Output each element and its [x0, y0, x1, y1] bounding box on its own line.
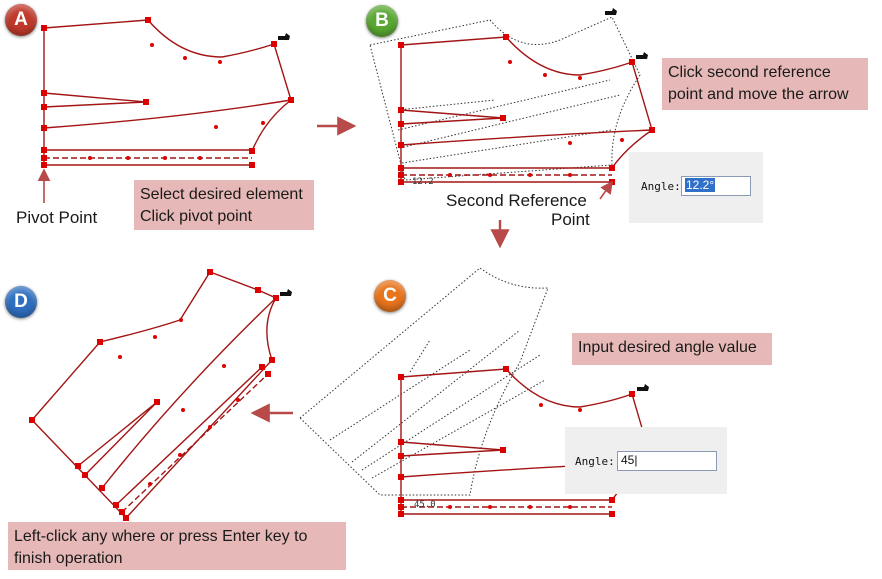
- angle-dialog-b: Angle: 12.2°: [629, 152, 763, 223]
- panel-d-control-points: [29, 269, 279, 521]
- grain-marker-icon: [636, 52, 648, 59]
- pivot-point-label: Pivot Point: [16, 208, 98, 227]
- panel-b-pattern: 12.2: [398, 8, 655, 187]
- panel-c-ghost-outline: [299, 267, 549, 496]
- callout-a: Select desired element Click pivot point: [134, 180, 314, 230]
- second-reference-label-line2: Point: [551, 210, 590, 229]
- callout-c: Input desired angle value: [572, 333, 772, 365]
- grain-marker-icon: [278, 33, 290, 40]
- second-reference-pointer-arrow-icon: [599, 180, 613, 200]
- callout-c-line1: Input desired angle value: [578, 339, 757, 356]
- angle-label-b: Angle:: [641, 180, 681, 193]
- angle-input-b[interactable]: 12.2°: [681, 176, 751, 196]
- angle-readout-c: 45.0: [414, 500, 436, 510]
- second-reference-label-line1: Second Reference: [446, 191, 587, 210]
- callout-d-line1: Left-click any where or press Enter key …: [14, 528, 308, 545]
- angle-input-c-value: 45: [621, 453, 635, 467]
- callout-d-line2: finish operation: [14, 550, 123, 567]
- grain-marker-icon: [637, 384, 649, 391]
- grain-marker-icon: [605, 8, 617, 15]
- callout-a-line2: Click pivot point: [140, 208, 253, 225]
- step-badge-c: C: [374, 280, 406, 312]
- panel-a-pattern: [41, 17, 294, 168]
- angle-input-b-value: 12.2°: [685, 178, 716, 192]
- panel-b-control-points: [398, 34, 655, 185]
- panel-a-control-points: [41, 17, 294, 168]
- angle-dialog-c: Angle: 45|: [565, 427, 727, 494]
- step-badge-d: D: [5, 286, 37, 318]
- step-badge-a: A: [5, 4, 37, 36]
- callout-a-line1: Select desired element: [140, 186, 303, 203]
- panel-c-pattern: 45.0: [398, 366, 653, 517]
- callout-b-line1: Click second reference: [668, 64, 831, 81]
- grain-marker-icon: [280, 289, 292, 296]
- angle-label-c: Angle:: [575, 455, 615, 468]
- callout-b-line2: point and move the arrow: [668, 86, 849, 103]
- callout-b: Click second reference point and move th…: [662, 58, 868, 110]
- panel-c-control-points: [398, 366, 635, 517]
- panel-b-ghost-outline: [369, 16, 641, 181]
- angle-readout-b: 12.2: [412, 177, 434, 187]
- callout-d: Left-click any where or press Enter key …: [8, 522, 346, 570]
- angle-input-c[interactable]: 45|: [617, 451, 717, 471]
- step-badge-b: B: [366, 5, 398, 37]
- panel-d-pattern: [29, 269, 292, 521]
